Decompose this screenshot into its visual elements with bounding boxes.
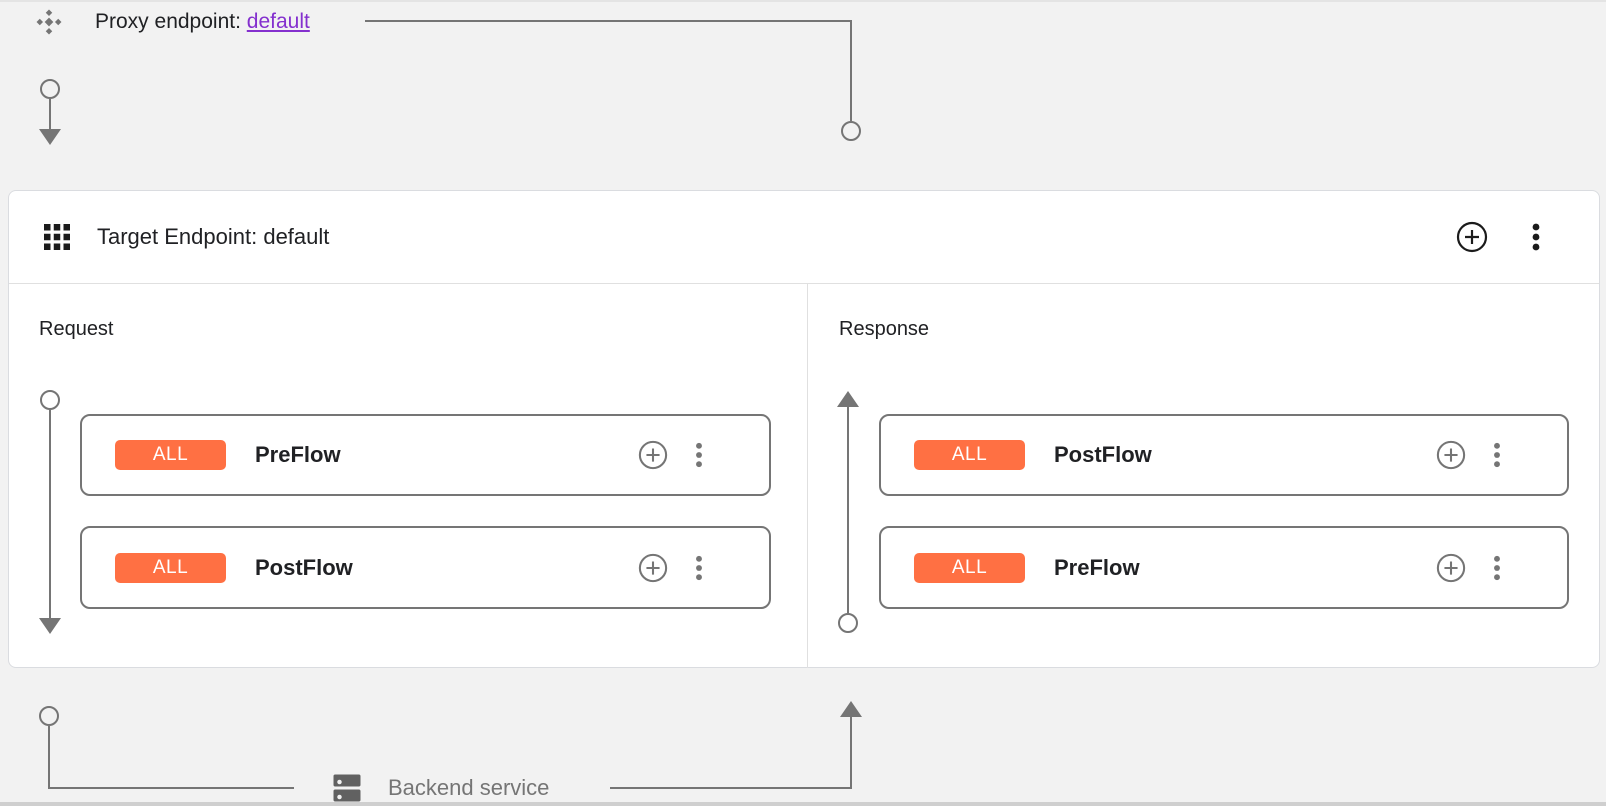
arrow-up-icon: [840, 701, 862, 717]
connector-line: [49, 410, 51, 618]
proxy-endpoint-icon: [36, 9, 62, 35]
flow-menu-button[interactable]: [1486, 553, 1508, 583]
proxy-endpoint-row: Proxy endpoint: default: [36, 9, 310, 35]
condition-badge: ALL: [115, 552, 226, 583]
plus-circle-icon: [1436, 553, 1466, 583]
connector-line: [49, 99, 51, 129]
flow-box-request-postflow[interactable]: ALL PostFlow: [80, 526, 771, 609]
flow-menu-button[interactable]: [1486, 440, 1508, 470]
three-dot-menu-icon: [688, 440, 710, 470]
target-endpoint-title: Target Endpoint: default: [97, 224, 330, 249]
flow-menu-button[interactable]: [688, 440, 710, 470]
flow-label: PostFlow: [1054, 442, 1152, 467]
connector-line: [610, 787, 851, 789]
connector-start-circle: [40, 390, 60, 410]
flow-label: PreFlow: [1054, 554, 1140, 580]
condition-badge: ALL: [115, 440, 226, 470]
proxy-endpoint-link[interactable]: default: [246, 10, 310, 33]
connector-line: [48, 787, 294, 789]
proxy-endpoint-label-text: Proxy endpoint:: [95, 10, 247, 33]
connector-line: [48, 726, 50, 788]
connector-line: [850, 717, 852, 789]
bottom-divider: [0, 802, 1606, 806]
connector-start-circle: [40, 79, 60, 99]
three-dot-menu-icon: [688, 553, 710, 583]
arrow-down-icon: [39, 618, 61, 634]
three-dot-menu-icon: [1524, 221, 1548, 253]
flow-box-request-preflow[interactable]: ALL PreFlow: [80, 414, 771, 496]
add-policy-button[interactable]: [638, 553, 668, 583]
connector-line: [365, 20, 851, 22]
flow-label: PostFlow: [255, 554, 353, 580]
add-policy-button[interactable]: [1436, 440, 1466, 470]
response-panel-title: Response: [839, 318, 930, 340]
arrow-up-icon: [837, 391, 859, 407]
three-dot-menu-icon: [1486, 553, 1508, 583]
flow-box-response-preflow[interactable]: ALL PreFlow: [879, 526, 1569, 609]
flow-box-response-postflow[interactable]: ALL PostFlow: [879, 414, 1569, 496]
top-divider: [0, 0, 1606, 2]
backend-service-label: Backend service: [388, 775, 550, 800]
plus-circle-icon: [1456, 221, 1488, 253]
connector-line: [847, 407, 849, 613]
connector-start-circle: [39, 706, 59, 726]
add-policy-button[interactable]: [638, 440, 668, 470]
plus-circle-icon: [638, 553, 668, 583]
server-dns-icon: [329, 770, 365, 806]
target-endpoint-card: Target Endpoint: default Request: [8, 190, 1600, 668]
condition-badge: ALL: [914, 552, 1025, 583]
plus-circle-icon: [638, 440, 668, 470]
arrow-down-icon: [39, 129, 61, 145]
request-panel-title: Request: [39, 318, 114, 340]
add-flow-button[interactable]: [1456, 221, 1488, 253]
connector-end-circle: [841, 121, 861, 141]
endpoint-menu-button[interactable]: [1524, 221, 1548, 253]
target-endpoint-header: Target Endpoint: default: [9, 191, 1599, 284]
flow-menu-button[interactable]: [688, 553, 710, 583]
connector-end-circle: [838, 613, 858, 633]
flow-label: PreFlow: [255, 442, 341, 467]
add-policy-button[interactable]: [1436, 553, 1466, 583]
panel-divider: [807, 284, 808, 668]
grid-apps-icon: [44, 224, 70, 250]
proxy-endpoint-label: Proxy endpoint: default: [95, 10, 310, 34]
plus-circle-icon: [1436, 440, 1466, 470]
connector-line: [850, 20, 852, 121]
condition-badge: ALL: [914, 440, 1025, 470]
three-dot-menu-icon: [1486, 440, 1508, 470]
